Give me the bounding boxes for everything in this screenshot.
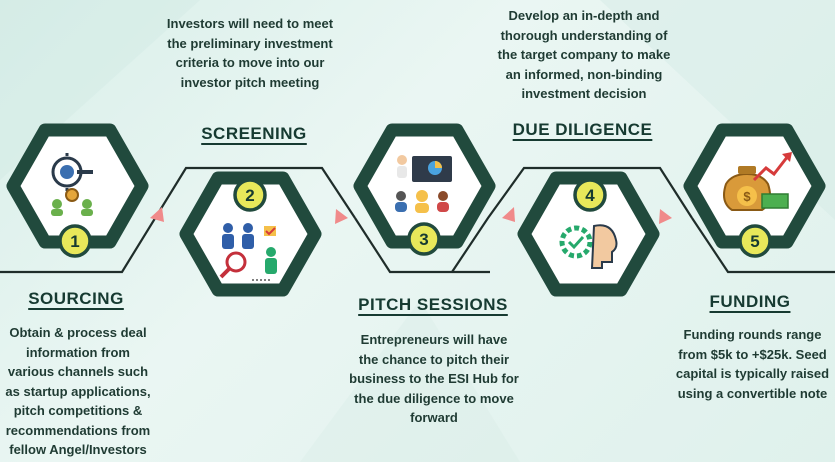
step-5-description: Funding rounds range from $5k to +$25k. … (675, 327, 830, 401)
step-4-hexagon (517, 171, 660, 297)
money-growth-icon: $ (723, 152, 792, 211)
step-3-title: PITCH SESSIONS (358, 295, 508, 314)
step-4-number: 4 (585, 186, 595, 205)
step-2-hexagon (179, 171, 322, 297)
step-5-number: 5 (750, 232, 759, 251)
step-3-badge: 3 (407, 222, 441, 256)
step-1-description: Obtain & process deal information from v… (5, 325, 151, 457)
step-4-description: Develop an in-depth and thorough underst… (497, 8, 671, 101)
step-2-badge: 2 (233, 178, 267, 212)
step-4-title: DUE DILIGENCE (512, 120, 653, 139)
step-5-badge: 5 (738, 224, 772, 258)
step-2-title: SCREENING (201, 124, 307, 143)
step-3-description: Entrepreneurs will have the chance to pi… (349, 332, 519, 425)
step-1-badge: 1 (58, 224, 92, 258)
step-5-hexagon: $ (683, 123, 826, 249)
step-3-number: 3 (419, 230, 428, 249)
candidate-screening-icon (219, 223, 277, 281)
step-5-title: FUNDING (709, 292, 791, 311)
step-2-description: Investors will need to meet the prelimin… (166, 16, 334, 90)
svg-text:$: $ (743, 189, 751, 204)
flow-arrow-2 (335, 209, 348, 224)
search-network-icon (51, 153, 93, 216)
flow-arrow-1 (150, 207, 164, 222)
connector-line (0, 166, 835, 274)
step-1-number: 1 (70, 232, 79, 251)
presentation-audience-icon (395, 155, 452, 213)
step-4-badge: 4 (573, 178, 607, 212)
step-3-hexagon (353, 123, 496, 249)
head-gear-check-icon (559, 224, 618, 269)
flow-arrow-3 (502, 207, 515, 222)
step-1-hexagon (6, 123, 149, 249)
step-2-number: 2 (245, 186, 254, 205)
flow-arrow-4 (659, 209, 672, 224)
step-1-title: SOURCING (28, 289, 124, 308)
